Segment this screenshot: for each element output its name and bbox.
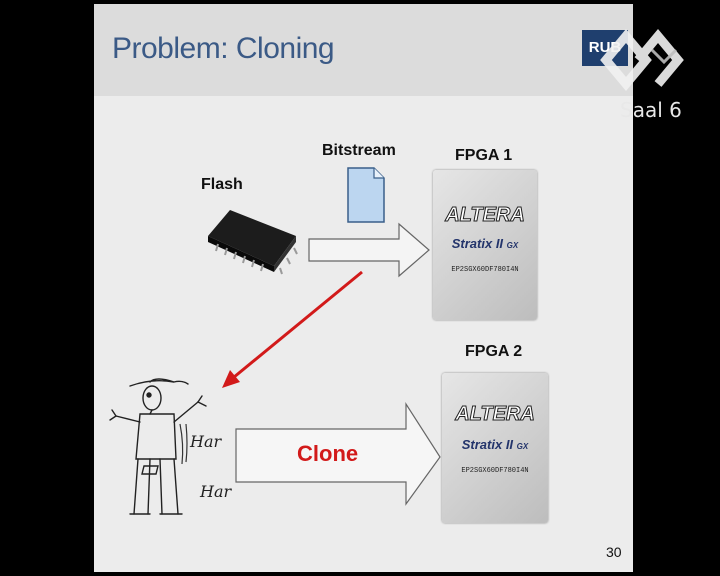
diagram-graphics <box>109 167 441 515</box>
fpga1-family-name: Stratix II <box>451 236 504 251</box>
fpga2-part: EP2SGX60DF780I4N <box>461 467 529 475</box>
fpga1-part: EP2SGX60DF780I4N <box>451 266 519 274</box>
flash-chip-icon <box>208 210 298 275</box>
conference-logo-icon <box>600 28 684 92</box>
hair-sketch-icon <box>179 423 188 465</box>
fpga1-brand: ALTERA <box>445 204 526 227</box>
page-number: 30 <box>606 544 622 560</box>
fpga2-family-name: Stratix II <box>461 437 514 452</box>
fpga2-family-sub: GX <box>516 442 529 451</box>
arrow-to-fpga2 <box>235 401 441 506</box>
fpga2-family: Stratix II GX <box>442 437 548 452</box>
slide-title: Problem: Cloning <box>112 32 335 65</box>
pirate-sketch-icon <box>109 378 207 515</box>
room-label: Saal 6 <box>620 98 682 122</box>
handwriting-2: Har <box>200 482 232 501</box>
clone-label: Clone <box>297 441 359 466</box>
bitstream-label: Bitstream <box>322 142 396 159</box>
arrow-to-fpga1 <box>308 222 430 278</box>
fpga1-label: FPGA 1 <box>455 147 513 164</box>
fpga2-brand: ALTERA <box>455 403 536 426</box>
fpga2-label: FPGA 2 <box>465 343 523 360</box>
document-icon <box>347 167 385 223</box>
title-bar: Problem: Cloning RUB <box>94 4 633 96</box>
slide: Problem: Cloning RUB Flash Bitstream FPG… <box>94 4 633 572</box>
handwriting-1: Har <box>190 432 222 451</box>
flash-label: Flash <box>201 176 243 193</box>
fpga1-chip: ALTERA Stratix II GX EP2SGX60DF780I4N <box>433 170 537 320</box>
fpga1-family-sub: GX <box>506 241 519 250</box>
fpga2-chip: ALTERA Stratix II GX EP2SGX60DF780I4N <box>442 373 548 523</box>
red-arrow <box>222 270 363 388</box>
fpga1-family: Stratix II GX <box>433 236 537 251</box>
